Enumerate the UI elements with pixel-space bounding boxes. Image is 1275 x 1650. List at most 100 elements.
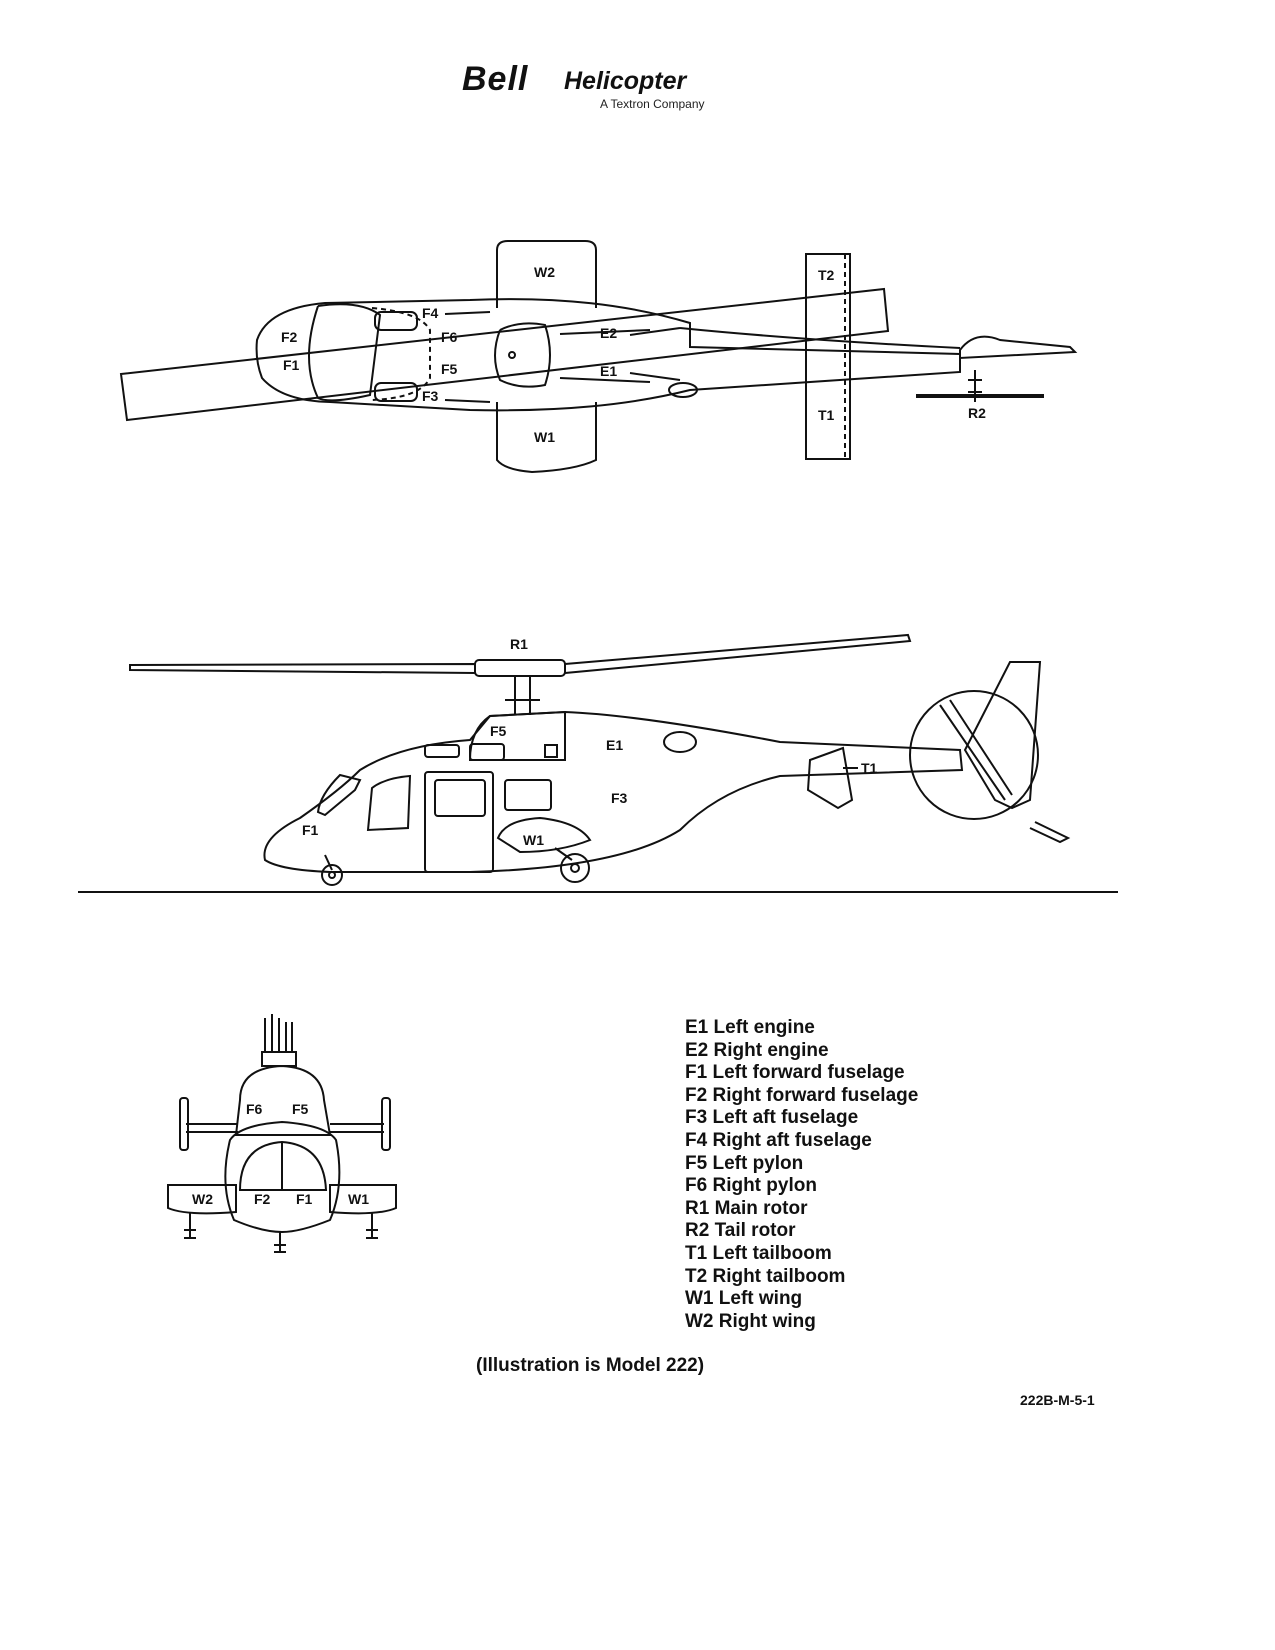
label-side-r1: R1 — [510, 636, 528, 652]
label-side-t1: T1 — [861, 760, 878, 776]
side-stabilizer — [806, 746, 854, 810]
top-leader-f3 — [444, 399, 491, 403]
side-window-cockpit — [366, 774, 412, 832]
front-stabilizer-tip-right — [381, 1097, 391, 1151]
legend-item: W1 Left wing — [685, 1288, 918, 1311]
side-main-wheel — [560, 853, 590, 883]
label-top-f1: F1 — [283, 357, 300, 373]
label-top-r2: R2 — [968, 405, 986, 421]
side-rotor-mast — [505, 676, 540, 715]
legend-item: R1 Main rotor — [685, 1198, 918, 1221]
legend-code: F6 — [685, 1175, 708, 1197]
legend-code: W1 — [685, 1288, 714, 1310]
side-nose-wheel-hub — [328, 871, 336, 879]
front-gear-left — [184, 1212, 196, 1239]
side-window-rear — [504, 779, 552, 811]
legend-item: F1 Left forward fuselage — [685, 1062, 918, 1085]
legend-code: T1 — [685, 1242, 708, 1264]
top-view — [119, 240, 1078, 474]
legend-item: F6 Right pylon — [685, 1175, 918, 1198]
legend-code: F1 — [685, 1062, 708, 1084]
label-side-f1: F1 — [302, 822, 319, 838]
logo-helicopter-wordmark: Helicopter — [564, 67, 687, 95]
top-pylon — [494, 322, 551, 388]
top-leader-e2 — [629, 327, 681, 336]
side-main-gear-strut — [554, 847, 573, 861]
front-gear-center — [274, 1232, 286, 1253]
figure-id: 222B-M-5-1 — [1020, 1392, 1095, 1408]
label-top-t1: T1 — [818, 407, 835, 423]
top-leader-f4 — [444, 311, 491, 315]
label-front-f5: F5 — [292, 1101, 309, 1117]
side-tail-skid — [1029, 821, 1071, 844]
side-main-wheel-hub — [570, 863, 580, 873]
top-window-lower — [374, 382, 418, 402]
legend-item: F4 Right aft fuselage — [685, 1130, 918, 1153]
side-tail-fin — [963, 661, 1042, 810]
illustration-caption: (Illustration is Model 222) — [476, 1355, 705, 1376]
side-view-labels: R1 F5 E1 T1 F3 F1 W1 — [302, 636, 878, 848]
top-view-labels: W2 T2 F4 F2 F6 E2 F1 F5 E1 F3 W1 T1 R2 — [281, 264, 986, 445]
zone-legend: E1 Left engine E2 Right engine F1 Left f… — [685, 1017, 918, 1333]
side-nose-gear-strut — [324, 854, 333, 871]
top-wing-right — [496, 240, 597, 308]
legend-code: F5 — [685, 1152, 708, 1174]
label-front-w1: W1 — [348, 1191, 369, 1207]
top-tail-fin — [959, 335, 1078, 360]
legend-text: Right forward fuselage — [712, 1084, 919, 1106]
label-top-e2: E2 — [600, 325, 617, 341]
label-front-f1: F1 — [296, 1191, 313, 1207]
side-rotor-blade-left — [129, 662, 476, 675]
top-rotor-hub — [508, 351, 516, 359]
legend-code: E1 — [685, 1017, 709, 1038]
side-pylon — [468, 710, 566, 761]
legend-text: Left pylon — [712, 1152, 804, 1174]
legend-text: Right aft fuselage — [712, 1129, 872, 1151]
top-wing-left — [496, 402, 597, 474]
bell-helicopter-logo: Bell Helicopter A Textron Company — [462, 60, 732, 115]
top-engine-right-line — [559, 329, 651, 335]
side-window-upper-3 — [544, 744, 558, 758]
front-view — [167, 1014, 397, 1253]
label-top-f2: F2 — [281, 329, 298, 345]
front-wing-right — [329, 1184, 397, 1215]
side-tail-rotor-blades — [939, 699, 1013, 801]
top-leader-e1 — [629, 372, 681, 381]
legend-text: Left engine — [713, 1017, 815, 1038]
legend-text: Right tailboom — [712, 1265, 846, 1287]
legend-item: E1 Left engine — [685, 1017, 918, 1040]
legend-code: W2 — [685, 1310, 714, 1332]
side-window-upper-1 — [424, 744, 460, 758]
legend-text: Left forward fuselage — [712, 1062, 905, 1084]
top-fuselage — [255, 298, 961, 412]
label-front-w2: W2 — [192, 1191, 213, 1207]
side-rotor-blade-right — [564, 633, 912, 675]
legend-item: E2 Right engine — [685, 1040, 918, 1063]
legend-item: F3 Left aft fuselage — [685, 1107, 918, 1130]
top-tail-rotor-hub — [968, 370, 982, 402]
legend-text: Right pylon — [712, 1175, 817, 1197]
side-tail-rotor-disc — [909, 690, 1039, 820]
side-window-door — [434, 779, 486, 817]
legend-item: R2 Tail rotor — [685, 1220, 918, 1243]
label-top-w1: W1 — [534, 429, 555, 445]
legend-code: F2 — [685, 1084, 708, 1106]
label-top-f6: F6 — [441, 329, 458, 345]
side-nose-wheel — [321, 864, 343, 886]
side-window-front — [316, 773, 362, 817]
top-engine-left-line — [559, 377, 651, 383]
legend-code: F4 — [685, 1129, 708, 1151]
front-view-labels: F6 F5 W2 F2 F1 W1 — [192, 1101, 369, 1207]
label-front-f6: F6 — [246, 1101, 263, 1117]
legend-item: T1 Left tailboom — [685, 1243, 918, 1266]
front-fuselage — [224, 1120, 341, 1234]
top-tailboom-stabilizer — [805, 253, 851, 460]
legend-code: E2 — [685, 1039, 709, 1061]
legend-text: Right wing — [718, 1310, 816, 1332]
label-top-f5: F5 — [441, 361, 458, 377]
label-side-e1: E1 — [606, 737, 623, 753]
logo-subtitle: A Textron Company — [600, 97, 705, 111]
side-window-upper-2 — [469, 743, 505, 761]
legend-text: Left tailboom — [712, 1242, 832, 1264]
